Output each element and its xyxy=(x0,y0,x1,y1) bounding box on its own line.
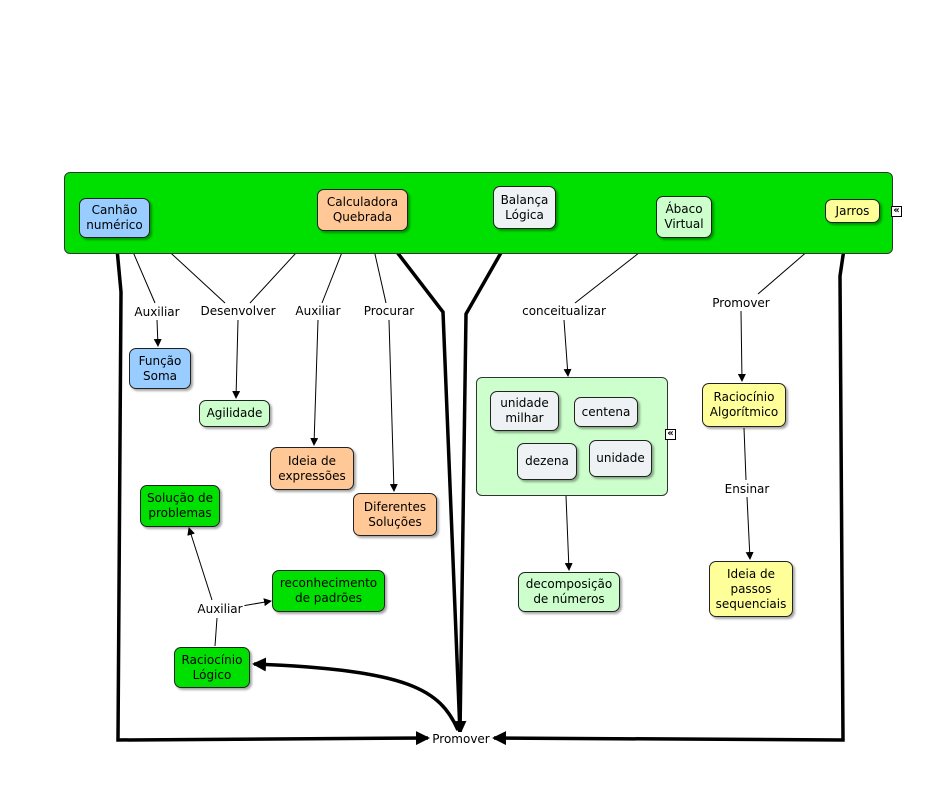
node-ideia-expressoes[interactable]: Ideia de expressões xyxy=(270,447,354,490)
edge-promover-raciocinio-algoritmico xyxy=(737,310,746,382)
edge-conceitualizar-container xyxy=(563,319,572,377)
link-auxiliar-calculadora: Auxiliar xyxy=(293,304,343,318)
node-funcao-soma[interactable]: Função Soma xyxy=(129,348,191,389)
node-jarros[interactable]: Jarros xyxy=(825,199,880,223)
node-canhao-numerico[interactable]: Canhão numérico xyxy=(79,198,150,238)
edge-auxiliar-funcao-soma xyxy=(153,319,162,347)
edge-raciocinio-logico-auxiliar xyxy=(214,617,218,647)
node-unidade[interactable]: unidade xyxy=(589,440,652,477)
edge-calculadora-promover xyxy=(378,228,467,735)
link-conceitualizar: conceitualizar xyxy=(520,304,608,318)
link-promover-main: Promover xyxy=(430,732,492,746)
node-agilidade[interactable]: Agilidade xyxy=(199,400,270,427)
edge-canhao-promover xyxy=(114,237,430,746)
node-raciocinio-algoritmico[interactable]: Raciocínio Algorítmico xyxy=(702,383,786,427)
link-auxiliar-canhao: Auxiliar xyxy=(132,305,182,319)
node-abaco-virtual[interactable]: Ábaco Virtual xyxy=(656,196,712,238)
link-desenvolver: Desenvolver xyxy=(198,304,278,318)
edge-auxiliar-solucao xyxy=(187,527,213,601)
node-balanca-logica[interactable]: Balança Lógica xyxy=(493,186,556,229)
edge-raciocinio-ensinar xyxy=(743,427,747,481)
link-promover-jarros: Promover xyxy=(710,296,772,310)
double-chevron-left-icon[interactable]: « xyxy=(891,206,902,217)
node-unidade-milhar[interactable]: unidade milhar xyxy=(490,391,559,431)
edge-ensinar-ideia-passos xyxy=(745,496,754,560)
top-container xyxy=(64,172,893,254)
node-reconhecimento-padroes[interactable]: reconhecimento de padrões xyxy=(272,570,385,612)
link-auxiliar-raciocinio: Auxiliar xyxy=(195,602,245,616)
node-calculadora-quebrada[interactable]: Calculadora Quebrada xyxy=(317,189,408,231)
node-ideia-passos-sequenciais[interactable]: Ideia de passos sequenciais xyxy=(709,561,793,617)
double-chevron-left-icon[interactable]: « xyxy=(665,429,676,440)
edge-container-decomposicao xyxy=(564,495,573,571)
node-dezena[interactable]: dezena xyxy=(517,443,577,480)
edge-procurar-diferentes xyxy=(388,319,398,492)
edge-desenvolver-agilidade xyxy=(232,319,241,399)
edge-promover-raciocinio-logico xyxy=(252,657,460,731)
node-raciocinio-logico[interactable]: Raciocínio Lógico xyxy=(174,647,250,688)
edge-auxiliar-ideia-expressoes xyxy=(310,319,319,446)
node-solucao-problemas[interactable]: Solução de problemas xyxy=(140,485,220,527)
edge-balanca-promover xyxy=(458,229,516,734)
edge-auxiliar-reconhecimento xyxy=(241,598,272,607)
link-ensinar: Ensinar xyxy=(722,482,772,496)
node-diferentes-solucoes[interactable]: Diferentes Soluções xyxy=(353,493,437,536)
node-decomposicao-numeros[interactable]: decomposição de números xyxy=(518,572,620,612)
link-procurar: Procurar xyxy=(361,304,417,318)
node-centena[interactable]: centena xyxy=(574,397,638,427)
